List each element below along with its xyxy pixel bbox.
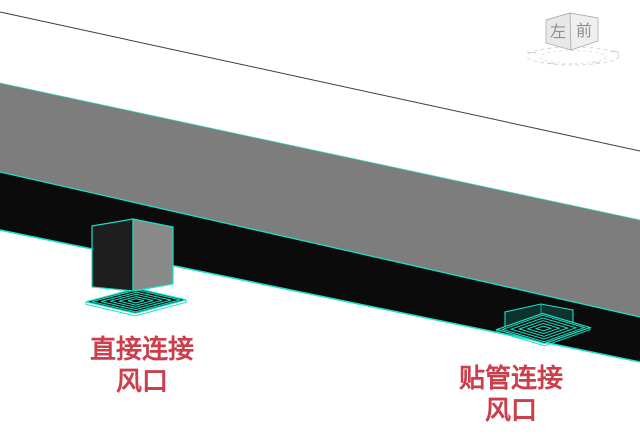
compass-tick [609, 50, 620, 53]
connection-box-right-face [132, 218, 174, 292]
duct-side-bottom-edge [0, 171, 640, 318]
grille-ring [100, 291, 172, 311]
viewcube-left-face-label[interactable]: 左 [550, 23, 566, 41]
compass-tick [591, 61, 601, 64]
flush-connection-diffuser[interactable] [495, 303, 592, 347]
grille-ring [118, 296, 154, 306]
grille-ring [509, 317, 578, 340]
grille-ring [526, 322, 561, 335]
label-line2: 风口 [115, 367, 168, 396]
compass-tick [526, 51, 537, 54]
label-line1: 直接连接 [89, 335, 194, 364]
duct-bottom-face [0, 172, 640, 362]
grille-ring [534, 325, 553, 332]
viewcube[interactable]: 左 前 [526, 12, 620, 66]
grille-thickness-edge [85, 299, 187, 317]
grille-thickness-edge [496, 327, 591, 347]
compass-outer-ring [526, 46, 620, 66]
grille-ring [91, 289, 181, 313]
viewcube-front-face-label[interactable]: 前 [576, 22, 592, 40]
viewcube-compass-ring[interactable] [526, 46, 620, 66]
grille-plate [495, 312, 592, 345]
direct-connection-diffuser[interactable] [85, 218, 187, 317]
grille-ring [127, 298, 145, 304]
grille-plate [85, 287, 187, 314]
grille-ring [500, 314, 587, 343]
grille-ring [517, 320, 570, 337]
label-direct-connection[interactable]: 直接连接 风口 [84, 334, 200, 398]
connection-box-left-face [91, 218, 134, 292]
duct-side-face [0, 83, 640, 317]
grille-ring [109, 293, 163, 308]
label-flush-connection[interactable]: 贴管连接 风口 [455, 363, 567, 427]
duct-top-edge [0, 82, 640, 221]
ceiling-edge-line [0, 11, 640, 152]
label-line1: 贴管连接 [458, 364, 563, 393]
label-line2: 风口 [484, 396, 537, 425]
compass-inner-ring [539, 50, 607, 64]
viewcube-front-face[interactable] [569, 12, 599, 51]
compass-tick [547, 62, 557, 65]
